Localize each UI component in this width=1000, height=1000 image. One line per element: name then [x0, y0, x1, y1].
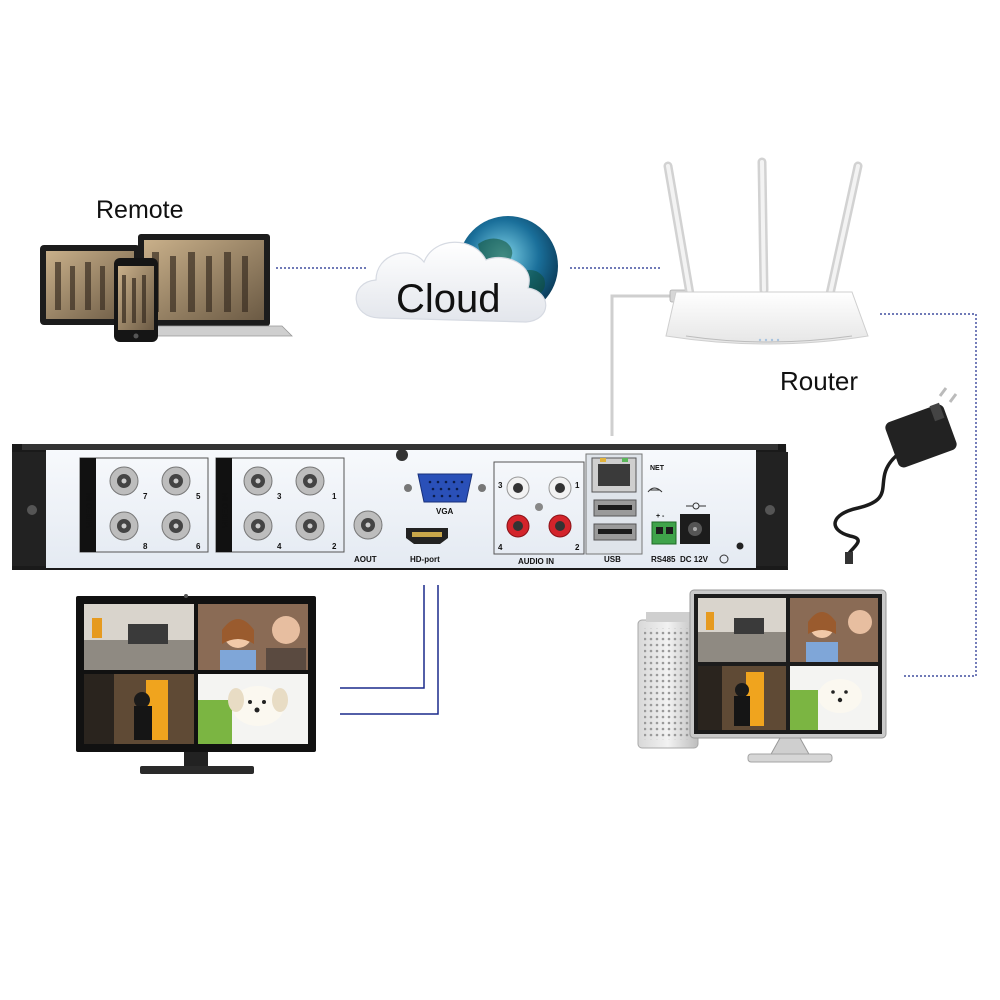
link-hdmi-monitor-1 — [340, 585, 425, 689]
bnc-number: 1 — [332, 492, 337, 501]
vga-port: VGA — [404, 473, 486, 516]
power-adapter-icon — [833, 387, 958, 564]
net-usb-group: USB NET — [585, 453, 665, 564]
rs485-polarity: + - — [656, 513, 665, 520]
bnc-number: 2 — [332, 542, 337, 551]
bnc-number: 7 — [143, 492, 148, 501]
remote-label: Remote — [96, 196, 184, 224]
dc12v-label: DC 12V — [680, 555, 709, 564]
audio-number: 3 — [498, 481, 503, 490]
rs485-label: RS485 — [651, 555, 676, 564]
bnc-number: 3 — [277, 492, 282, 501]
desktop-pc-icon — [637, 589, 887, 763]
hd-port-label: HD-port — [410, 555, 440, 564]
dvr-back-panel: VIDEO IN 7 5 8 6 VIDEO IN 3 — [12, 444, 788, 570]
link-lines — [276, 267, 977, 715]
bnc-connector-icon — [243, 466, 325, 541]
dc-polarity-icon — [686, 502, 706, 510]
wifi-router-icon — [663, 157, 869, 345]
tv-monitor-icon — [76, 594, 316, 774]
audio-number: 4 — [498, 543, 503, 552]
remote-devices-icon — [40, 234, 293, 342]
net-label: NET — [650, 465, 665, 472]
video-in-group-right: VIDEO IN 3 1 4 2 — [215, 457, 345, 553]
router-label: Router — [780, 366, 858, 396]
link-hdmi-monitor-2 — [340, 585, 439, 715]
audio-in-group: 3 1 4 2 AUDIO IN — [493, 461, 585, 566]
bnc-number: 4 — [277, 542, 282, 551]
ground-icon — [719, 554, 729, 564]
aout-port: AOUT — [353, 510, 383, 564]
bnc-number: 8 — [143, 542, 148, 551]
usb-label: USB — [604, 555, 621, 564]
rca-jack-icon — [506, 476, 572, 538]
aout-label: AOUT — [354, 555, 377, 564]
bnc-number: 5 — [196, 492, 201, 501]
link-router-pc — [880, 313, 977, 677]
video-in-right-label: VIDEO IN — [221, 493, 230, 528]
bnc-connector-icon — [109, 466, 191, 541]
audio-number: 2 — [575, 543, 580, 552]
cloud-label: Cloud — [396, 277, 501, 321]
video-in-left-label: VIDEO IN — [85, 493, 94, 528]
hd-port: HD-port — [406, 528, 448, 564]
audio-in-label: AUDIO IN — [518, 557, 554, 566]
rs485-dc-group: + - RS485 DC 12V — [651, 502, 744, 564]
video-in-group-left: VIDEO IN 7 5 8 6 — [79, 457, 209, 553]
bnc-number: 6 — [196, 542, 201, 551]
reset-hole — [736, 542, 744, 550]
audio-number: 1 — [575, 481, 580, 490]
vga-label: VGA — [436, 507, 454, 516]
network-icon — [647, 487, 663, 493]
cloud-globe-icon — [355, 216, 558, 323]
